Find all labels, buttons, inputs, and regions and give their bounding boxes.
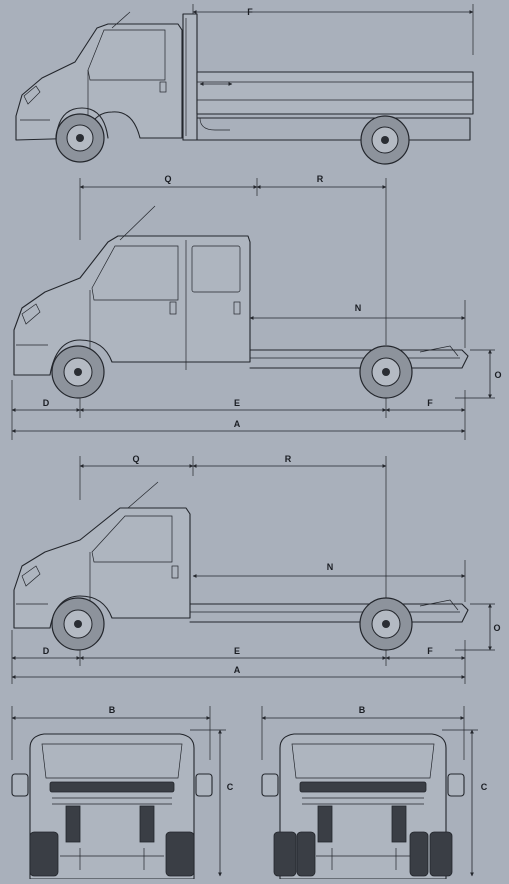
label-f: F — [427, 398, 433, 408]
front-cab-body — [279, 733, 447, 880]
left-mirror — [11, 773, 29, 797]
mirror-arm — [119, 205, 156, 241]
wheel-hub — [382, 368, 390, 376]
label-o: O — [494, 370, 501, 380]
headlamp — [23, 85, 41, 105]
door-handle — [159, 81, 167, 93]
label-e: E — [234, 646, 240, 656]
label-f: F — [427, 646, 433, 656]
wheel-arch — [55, 107, 109, 141]
label-b: B — [109, 705, 116, 715]
windscreen — [291, 743, 435, 779]
label-d: D — [43, 646, 50, 656]
windscreen — [41, 743, 183, 779]
double-cab-chassis-frame — [249, 349, 469, 369]
label-r: R — [285, 454, 292, 464]
front-window — [91, 245, 179, 301]
front-door-handle — [169, 301, 177, 315]
single-cab-body — [13, 507, 191, 629]
right-inner-tyre — [409, 831, 429, 877]
front-view-left: B C — [11, 705, 234, 880]
label-c: C — [481, 782, 488, 792]
frame-rail — [65, 805, 81, 843]
wheel-hub — [382, 620, 390, 628]
double-cab-body — [13, 235, 251, 376]
mirror-arm — [127, 481, 159, 509]
right-tyre — [165, 831, 195, 877]
rear-door-handle — [233, 301, 241, 315]
rear-window — [191, 245, 241, 293]
wheel-hub — [76, 134, 84, 142]
dropside-body — [196, 71, 474, 115]
right-outer-tyre — [429, 831, 453, 877]
label-c: C — [227, 782, 234, 792]
grille-top — [49, 781, 175, 793]
tipper-hose — [199, 117, 230, 131]
right-mirror — [447, 773, 465, 797]
wheel-hub — [74, 368, 82, 376]
rear-crossmember — [419, 599, 459, 611]
wheel-hub — [74, 620, 82, 628]
headlamp — [21, 565, 41, 587]
left-outer-tyre — [273, 831, 297, 877]
label-a: A — [234, 665, 241, 675]
door-handle — [171, 565, 179, 579]
tipper-cab-window — [87, 29, 166, 81]
rear-crossmember — [419, 345, 459, 357]
headlamp — [21, 303, 41, 325]
frame-rail — [139, 805, 155, 843]
label-n: N — [355, 303, 362, 313]
axle — [316, 848, 410, 870]
grille-top — [299, 781, 427, 793]
double-cab-side-view: Q R N O — [11, 174, 502, 440]
axle — [60, 848, 164, 870]
label-e: E — [234, 398, 240, 408]
front-cab-body — [29, 733, 195, 880]
left-mirror — [261, 773, 279, 797]
tipper-side-view: F — [15, 4, 474, 165]
label-r: R — [317, 174, 324, 184]
single-cab-side-view: Q R N O D E F A — [11, 454, 501, 684]
label-q: Q — [164, 174, 171, 184]
single-cab-chassis-frame — [189, 603, 469, 623]
label-q: Q — [132, 454, 139, 464]
mirror-arm — [111, 11, 131, 29]
tipper-chassis — [182, 117, 471, 141]
label-d: D — [43, 398, 50, 408]
right-mirror — [195, 773, 213, 797]
single-cab-window — [91, 515, 173, 563]
dimension-label-top: F — [247, 7, 253, 17]
frame-rail — [317, 805, 333, 843]
front-view-right: B C — [261, 705, 488, 880]
label-a: A — [234, 419, 241, 429]
left-inner-tyre — [296, 831, 316, 877]
label-b: B — [359, 705, 366, 715]
label-n: N — [327, 562, 334, 572]
headboard — [182, 13, 198, 141]
wheel-hub — [381, 136, 389, 144]
left-tyre — [29, 831, 59, 877]
frame-rail — [391, 805, 407, 843]
label-o: O — [493, 623, 500, 633]
